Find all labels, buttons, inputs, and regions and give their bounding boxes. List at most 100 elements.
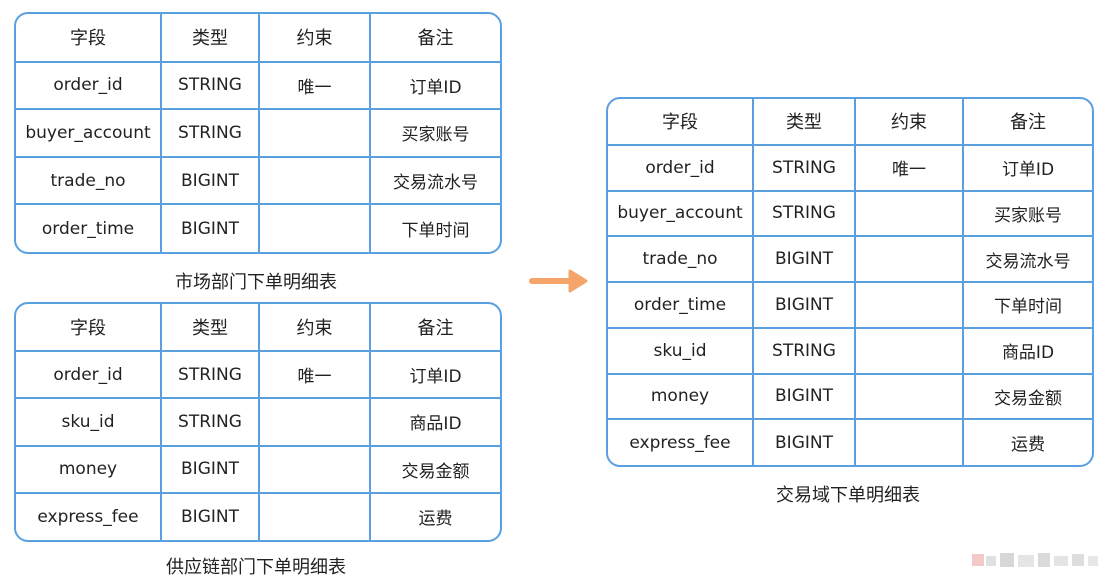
header-cell: 字段 xyxy=(16,304,162,353)
watermark-logo xyxy=(972,553,1098,567)
field-cell: order_id xyxy=(608,143,754,192)
table-header-row: 字段类型约束备注 xyxy=(16,14,500,63)
field-cell: sku_id xyxy=(16,397,162,447)
constraint-cell: 唯一 xyxy=(854,143,964,192)
type-cell: STRING xyxy=(160,60,260,111)
type-cell: BIGINT xyxy=(752,281,856,329)
constraint-cell xyxy=(258,444,371,494)
field-cell: trade_no xyxy=(608,235,754,283)
field-cell: order_time xyxy=(16,203,162,252)
field-cell: trade_no xyxy=(16,155,162,206)
constraint-cell xyxy=(854,372,964,421)
note-cell: 下单时间 xyxy=(962,281,1092,329)
type-cell: STRING xyxy=(160,350,260,400)
constraint-cell: 唯一 xyxy=(258,350,371,400)
constraint-cell xyxy=(258,155,371,206)
type-cell: BIGINT xyxy=(752,418,856,465)
note-cell: 交易金额 xyxy=(962,372,1092,421)
type-cell: BIGINT xyxy=(752,372,856,421)
note-cell: 交易流水号 xyxy=(962,235,1092,283)
type-cell: BIGINT xyxy=(160,444,260,494)
constraint-cell xyxy=(854,189,964,238)
header-cell: 字段 xyxy=(608,99,754,146)
type-cell: STRING xyxy=(160,108,260,158)
field-cell: buyer_account xyxy=(16,108,162,158)
note-cell: 下单时间 xyxy=(369,203,500,252)
field-cell: order_id xyxy=(16,60,162,111)
note-cell: 订单ID xyxy=(369,350,500,400)
header-cell: 约束 xyxy=(258,14,371,63)
note-cell: 商品ID xyxy=(369,397,500,447)
field-cell: buyer_account xyxy=(608,189,754,238)
header-cell: 备注 xyxy=(962,99,1092,146)
header-cell: 类型 xyxy=(160,14,260,63)
arrow-right-icon xyxy=(529,269,588,293)
header-cell: 类型 xyxy=(752,99,856,146)
header-cell: 备注 xyxy=(369,304,500,353)
note-cell: 订单ID xyxy=(369,60,500,111)
table-header-row: 字段类型约束备注 xyxy=(16,304,500,353)
constraint-cell: 唯一 xyxy=(258,60,371,111)
note-cell: 交易金额 xyxy=(369,444,500,494)
constraint-cell xyxy=(258,397,371,447)
type-cell: STRING xyxy=(160,397,260,447)
type-cell: BIGINT xyxy=(752,235,856,283)
field-cell: money xyxy=(16,444,162,494)
type-cell: STRING xyxy=(752,189,856,238)
header-cell: 类型 xyxy=(160,304,260,353)
constraint-cell xyxy=(258,108,371,158)
constraint-cell xyxy=(258,203,371,252)
constraint-cell xyxy=(258,491,371,540)
constraint-cell xyxy=(854,235,964,283)
type-cell: BIGINT xyxy=(160,203,260,252)
field-cell: order_id xyxy=(16,350,162,400)
field-cell: order_time xyxy=(608,281,754,329)
field-cell: express_fee xyxy=(608,418,754,465)
header-cell: 备注 xyxy=(369,14,500,63)
note-cell: 商品ID xyxy=(962,326,1092,375)
market-order-caption: 市场部门下单明细表 xyxy=(175,272,337,293)
supply-order-caption: 供应链部门下单明细表 xyxy=(166,557,346,578)
field-cell: express_fee xyxy=(16,491,162,540)
constraint-cell xyxy=(854,418,964,465)
note-cell: 订单ID xyxy=(962,143,1092,192)
table-header-row: 字段类型约束备注 xyxy=(608,99,1092,146)
note-cell: 买家账号 xyxy=(369,108,500,158)
type-cell: BIGINT xyxy=(160,155,260,206)
note-cell: 运费 xyxy=(962,418,1092,465)
field-cell: money xyxy=(608,372,754,421)
type-cell: STRING xyxy=(752,326,856,375)
constraint-cell xyxy=(854,281,964,329)
note-cell: 买家账号 xyxy=(962,189,1092,238)
trade-order-caption: 交易域下单明细表 xyxy=(776,485,920,506)
header-cell: 约束 xyxy=(854,99,964,146)
note-cell: 交易流水号 xyxy=(369,155,500,206)
type-cell: STRING xyxy=(752,143,856,192)
note-cell: 运费 xyxy=(369,491,500,540)
header-cell: 字段 xyxy=(16,14,162,63)
constraint-cell xyxy=(854,326,964,375)
